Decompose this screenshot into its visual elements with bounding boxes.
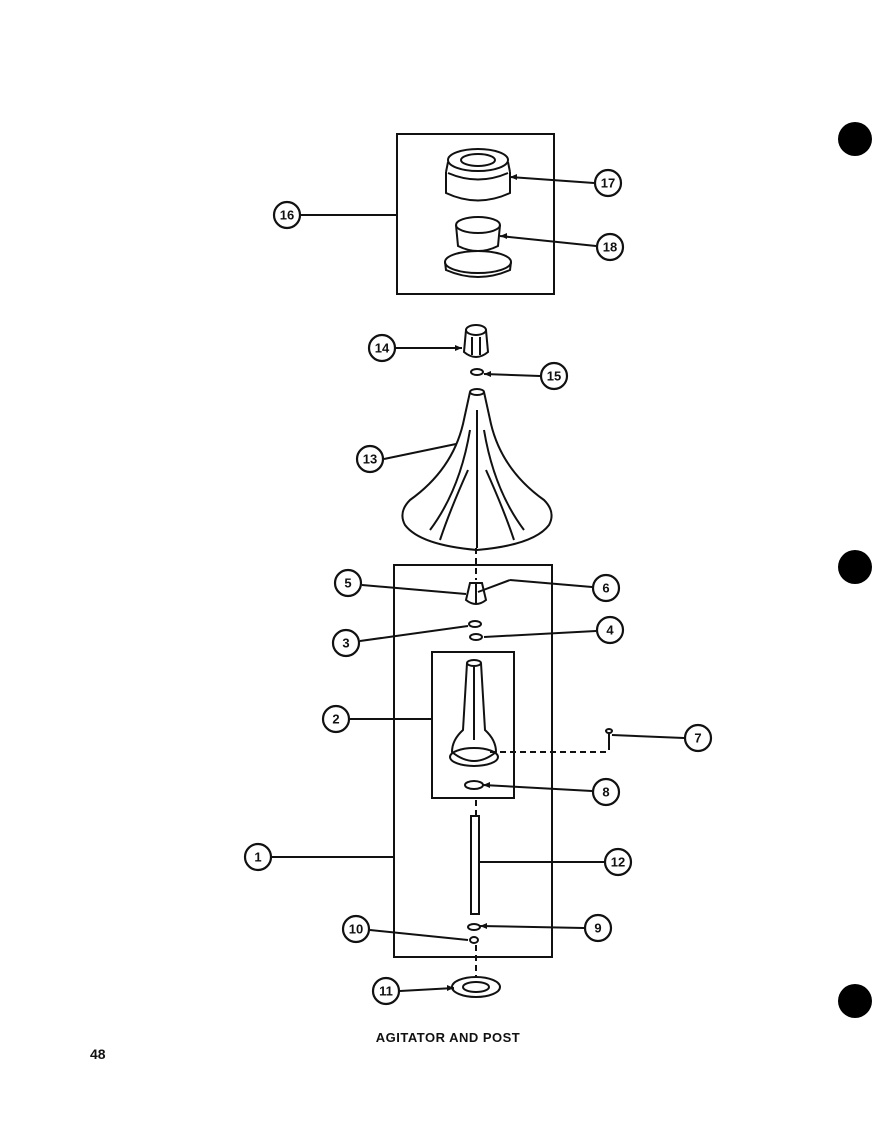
svg-text:14: 14	[375, 341, 390, 356]
box-16-group	[396, 133, 555, 295]
callout-2: 2	[321, 704, 351, 734]
part-13-agitator	[401, 388, 553, 552]
callout-11: 11	[371, 976, 401, 1006]
binder-hole-middle	[838, 550, 872, 584]
part-12-shaft	[470, 815, 480, 915]
leader-arrowheads	[447, 174, 517, 991]
svg-text:2: 2	[332, 712, 339, 727]
callout-13: 13	[355, 444, 385, 474]
callout-7: 7	[683, 723, 713, 753]
svg-text:1: 1	[254, 850, 261, 865]
callout-14: 14	[367, 333, 397, 363]
part-10-nut	[469, 936, 479, 944]
svg-text:17: 17	[601, 176, 615, 191]
callout-10: 10	[341, 914, 371, 944]
svg-text:3: 3	[342, 636, 349, 651]
svg-text:8: 8	[602, 785, 609, 800]
callouts: 16 17 18 14 15 13 5 6 3 4 2 7 8 1 12 10 …	[243, 168, 713, 1006]
part-15-washer	[470, 368, 484, 376]
binder-hole-bottom	[838, 984, 872, 1018]
svg-text:4: 4	[606, 623, 614, 638]
callout-16: 16	[272, 200, 302, 230]
svg-text:12: 12	[611, 855, 625, 870]
part-3-washer	[468, 620, 482, 628]
part-4-washer	[469, 633, 483, 641]
svg-text:9: 9	[594, 921, 601, 936]
part-8-seal	[464, 780, 484, 790]
callout-9: 9	[583, 913, 613, 943]
callout-4: 4	[595, 615, 625, 645]
part-11-seal-ring	[451, 976, 501, 998]
part-18-base	[444, 216, 512, 278]
svg-text:10: 10	[349, 922, 363, 937]
part-9-washer	[467, 923, 481, 931]
callout-15: 15	[539, 361, 569, 391]
callout-12: 12	[603, 847, 633, 877]
svg-text:11: 11	[379, 984, 393, 999]
callout-6: 6	[591, 573, 621, 603]
callout-8: 8	[591, 777, 621, 807]
callout-3: 3	[331, 628, 361, 658]
svg-text:15: 15	[547, 369, 561, 384]
page-number: 48	[90, 1046, 106, 1062]
part-2-post	[449, 659, 499, 767]
svg-text:6: 6	[602, 581, 609, 596]
box-1-group	[393, 564, 553, 958]
part-7-screw	[605, 728, 613, 750]
part-6-pin	[477, 579, 511, 593]
svg-text:18: 18	[603, 240, 617, 255]
callout-1: 1	[243, 842, 273, 872]
part-5-coupling	[464, 582, 488, 605]
callout-5: 5	[333, 568, 363, 598]
diagram-caption: AGITATOR AND POST	[375, 1030, 521, 1045]
part-17-cap	[445, 148, 511, 202]
box-2-group	[431, 651, 515, 799]
binder-hole-top	[838, 122, 872, 156]
svg-text:7: 7	[694, 731, 701, 746]
part-14-cap	[462, 324, 490, 358]
svg-text:13: 13	[363, 452, 377, 467]
svg-text:5: 5	[344, 576, 351, 591]
svg-text:16: 16	[280, 208, 294, 223]
callout-17: 17	[593, 168, 623, 198]
callout-18: 18	[595, 232, 625, 262]
